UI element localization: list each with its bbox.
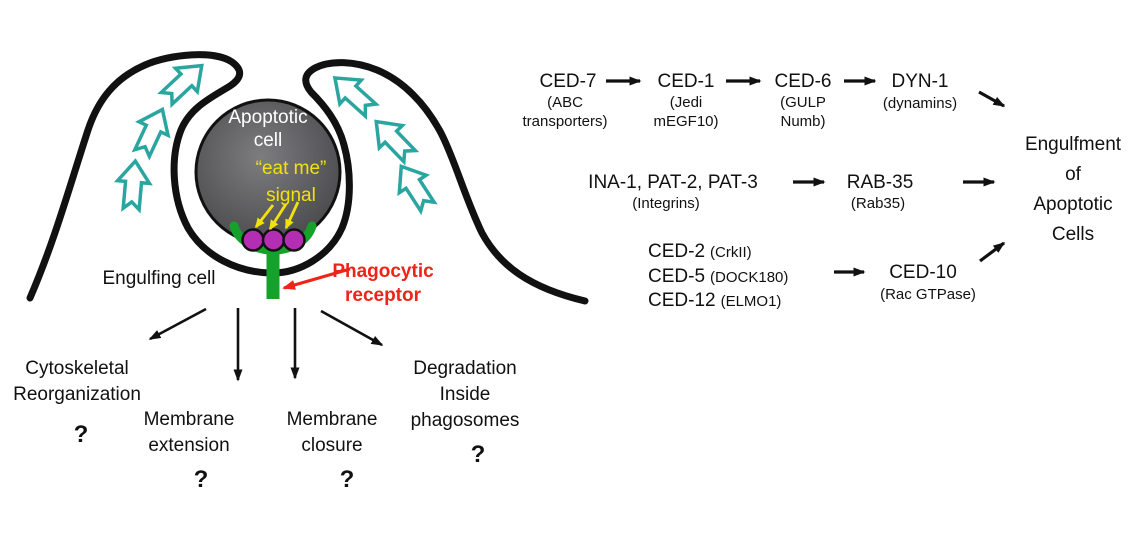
node-ced6-sub: (GULP Numb) — [780, 94, 826, 130]
eat-me-ligands — [241, 228, 306, 252]
question-mark: ? — [470, 441, 486, 468]
membrane-arrow-icon — [374, 119, 420, 166]
question-mark: ? — [73, 421, 89, 448]
membrane-arrow-icon — [332, 76, 380, 120]
question-mark: ? — [339, 466, 355, 493]
process-label-membrane-closure: Membrane closure — [286, 409, 378, 456]
receptor-pointer-arrow — [282, 267, 351, 290]
pathway-arrow-icon — [978, 90, 1006, 108]
process-label-membrane-extension: Membrane extension — [143, 409, 235, 456]
ligand-dot — [241, 228, 265, 252]
engulfing-cell-label: Engulfing cell — [102, 268, 216, 289]
eat-me-signal-arrows — [254, 201, 300, 231]
node-ced2-5-12-group: CED-2(CrkII) CED-5(DOCK180) CED-12(ELMO1… — [648, 240, 788, 314]
node-dyn1-sub: (dynamins) — [882, 95, 958, 112]
process-arrow-icon — [320, 309, 384, 347]
node-ced10-sub: (Rac GTPase) — [880, 286, 976, 303]
node-ced7: CED-7 — [539, 71, 597, 92]
signal-arrow-icon — [254, 204, 275, 229]
apoptotic-cell-label: Apoptotic cell — [228, 107, 308, 151]
node-rab35: RAB-35 — [846, 172, 914, 193]
node-dyn1: DYN-1 — [891, 71, 949, 92]
node-ced1-sub: (Jedi mEGF10) — [653, 94, 719, 130]
node-integrins: INA-1, PAT-2, PAT-3 — [588, 172, 758, 193]
membrane-arrow-icon — [131, 106, 171, 161]
process-label-cytoskeletal: Cytoskeletal Reorganization — [13, 358, 141, 405]
process-arrow-icon — [148, 307, 207, 341]
node-ced12: CED-12(ELMO1) — [648, 290, 782, 311]
engulfing-cell-outline — [26, 51, 589, 305]
node-ced2: CED-2(CrkII) — [648, 241, 752, 262]
ligand-dot — [282, 228, 306, 252]
question-mark: ? — [193, 466, 209, 493]
eat-me-signal-label: “eat me” signal — [255, 158, 327, 206]
node-ced10: CED-10 — [889, 262, 957, 283]
membrane-arrow-icon — [113, 158, 153, 214]
node-rab35-sub: (Rab35) — [850, 195, 906, 212]
ligand-dot — [261, 228, 286, 252]
membrane-arrow-icon — [157, 63, 204, 109]
outcome-label: Engulfment of Apoptotic Cells — [1024, 134, 1122, 245]
node-ced1: CED-1 — [657, 71, 715, 92]
membrane-arrow-icon — [397, 163, 438, 216]
pathway-arrows — [606, 76, 1006, 277]
pseudopod-direction-arrows — [113, 63, 438, 216]
node-ced7-sub: (ABC transporters) — [522, 94, 608, 130]
signal-arrow-icon — [268, 203, 288, 231]
signal-arrow-icon — [284, 201, 300, 230]
process-label-degradation: Degradation Inside phagosomes — [410, 358, 520, 431]
node-ced6: CED-6 — [774, 71, 832, 92]
downstream-process-arrows — [148, 307, 384, 382]
node-ced5: CED-5(DOCK180) — [648, 265, 789, 287]
node-integrins-sub: (Integrins) — [632, 195, 700, 212]
phagocytic-receptor-label: Phagocytic receptor — [332, 261, 434, 306]
pathway-arrow-icon — [979, 241, 1006, 263]
